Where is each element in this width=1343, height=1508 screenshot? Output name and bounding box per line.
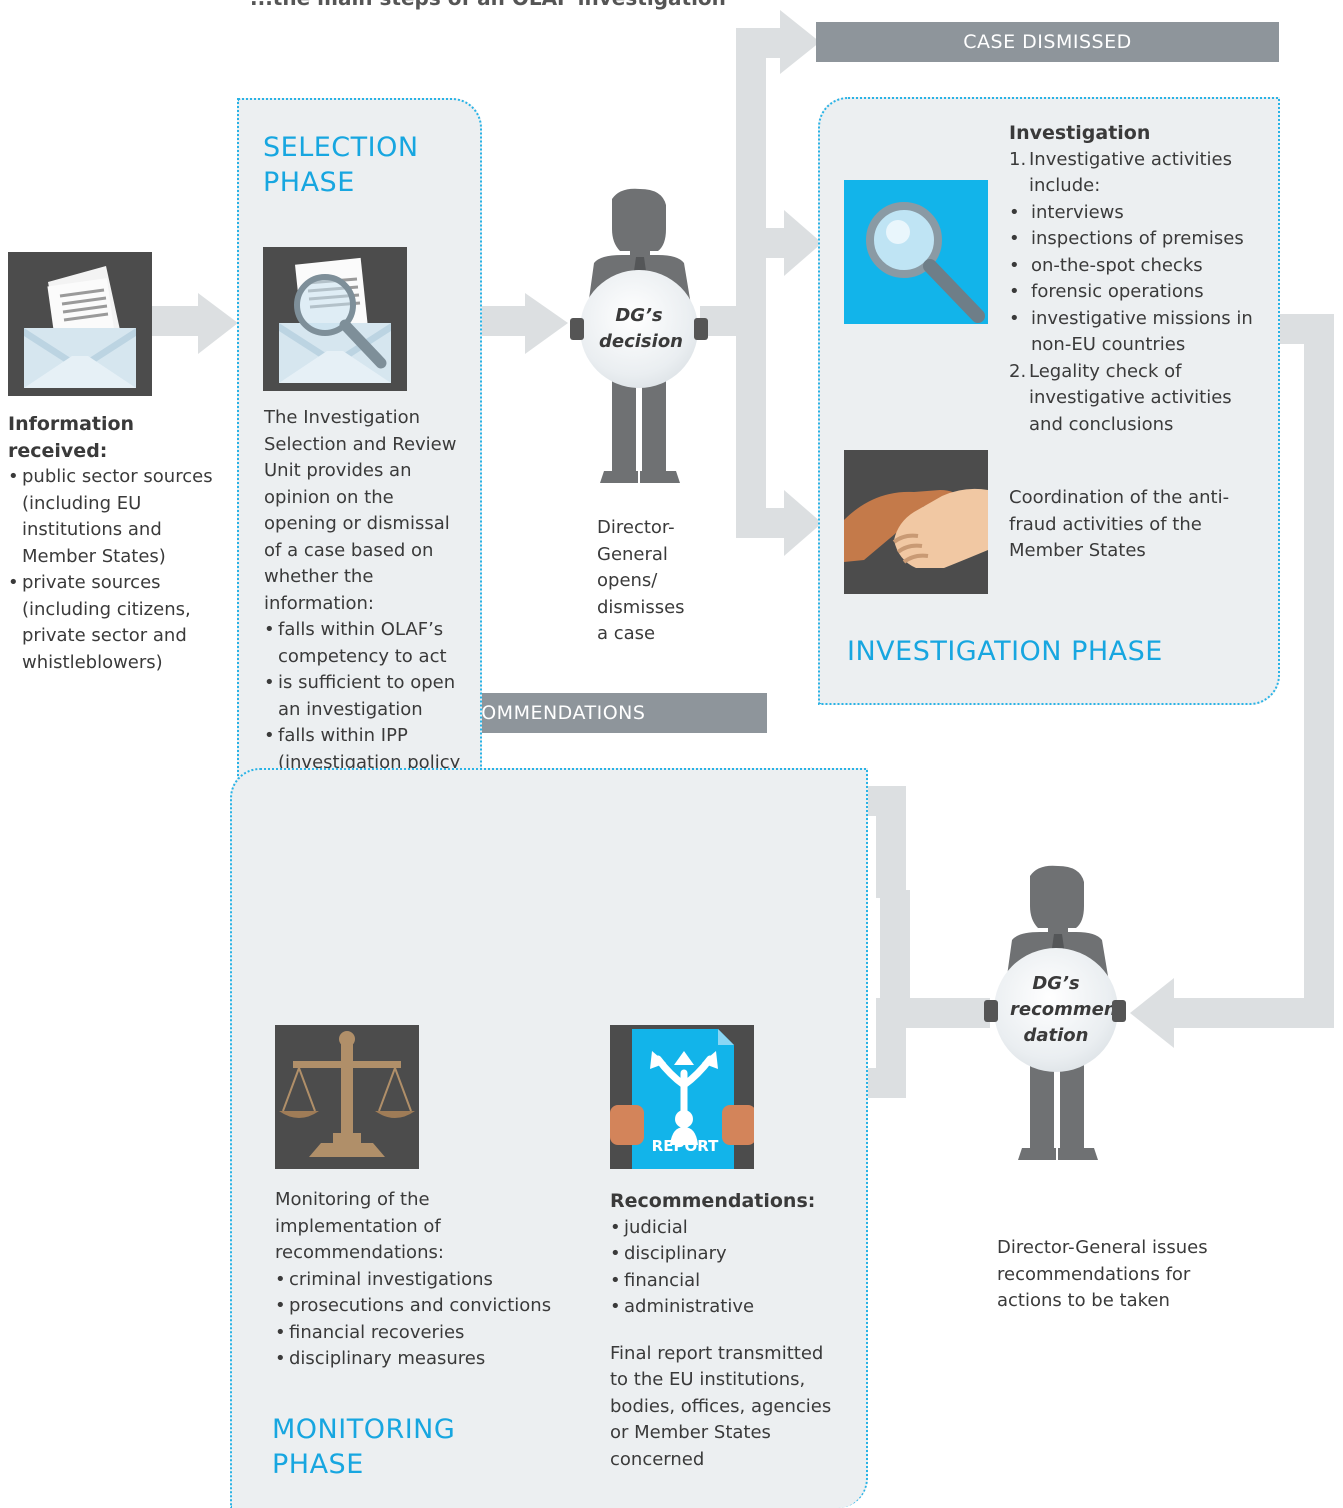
investigation-phase-title: INVESTIGATION PHASE xyxy=(847,636,1163,667)
header-fragment: ...the main steps of an OLAF investigati… xyxy=(250,0,726,10)
monitoring-item: criminal investigations xyxy=(275,1267,575,1294)
recommendations-title: Recommendations: xyxy=(610,1190,816,1212)
dg2-right-hand xyxy=(1112,1000,1126,1022)
monitoring-phase-title: MONITORING PHASE xyxy=(272,1414,456,1480)
coordination-text: Coordination of the anti-fraud activitie… xyxy=(1009,487,1230,561)
selection-criteria-item: falls within OLAF’s competency to act xyxy=(264,617,464,670)
magnifier-icon-tile xyxy=(844,180,988,324)
investigation-heading: Investigation xyxy=(1009,122,1151,144)
dg-recommendation-text: DG’s recommen-dation xyxy=(1010,973,1125,1046)
investigation-point-1: 1. Investigative activities include: int… xyxy=(1009,147,1264,359)
investigative-activity-item: investigative missions in non-EU countri… xyxy=(1009,306,1264,359)
recommendations-block: Recommendations: judicial disciplinary f… xyxy=(610,1188,840,1473)
dg-decision-text: DG’s decision xyxy=(599,305,683,352)
monitoring-item: disciplinary measures xyxy=(275,1346,575,1373)
info-source-item: private sources (including citizens, pri… xyxy=(8,570,218,676)
investigation-point-2-text: Legality check of investigative activiti… xyxy=(1029,360,1232,435)
dg-decision-badge: DG’s decision xyxy=(580,270,698,388)
selection-icon-tile xyxy=(263,247,407,391)
magnifier-icon xyxy=(866,202,985,323)
recommendation-type-item: financial xyxy=(610,1268,840,1295)
scales-icon-tile xyxy=(275,1025,419,1169)
investigation-point-2: 2. Legality check of investigative activ… xyxy=(1009,359,1264,439)
investigative-activity-item: forensic operations xyxy=(1009,279,1264,306)
information-received-text: Information received: public sector sour… xyxy=(8,411,218,676)
handshake-icon-tile xyxy=(844,450,988,594)
monitoring-description-block: Monitoring of the implementation of reco… xyxy=(275,1187,575,1373)
final-report-text: Final report transmitted to the EU insti… xyxy=(610,1342,832,1470)
selection-description-block: The Investigation Selection and Review U… xyxy=(264,405,464,803)
scales-of-justice-icon xyxy=(279,1031,415,1157)
dg-recommendation-caption: Director-General issues recommendations … xyxy=(997,1237,1208,1311)
investigative-activity-item: inspections of premises xyxy=(1009,226,1264,253)
envelope-icon-tile xyxy=(8,252,152,396)
magnifier-envelope-icon xyxy=(279,257,391,383)
info-source-item: public sector sources (including EU inst… xyxy=(8,464,218,570)
dg-decision-caption: Director-General opens/ dismisses a case xyxy=(597,517,685,644)
monitoring-item: prosecutions and convictions xyxy=(275,1293,575,1320)
dg-recommendation-badge: DG’s recommen-dation xyxy=(994,948,1125,1072)
selection-phase-title: SELECTION PHASE xyxy=(263,132,419,198)
report-icon xyxy=(610,1029,756,1169)
recommendation-type-item: disciplinary xyxy=(610,1241,840,1268)
envelope-icon xyxy=(24,266,136,388)
dg-right-hand xyxy=(694,318,708,340)
investigation-point-1-text: Investigative activities include: xyxy=(1029,148,1232,197)
dg-left-hand xyxy=(570,318,584,340)
monitoring-description: Monitoring of the implementation of reco… xyxy=(275,1189,444,1263)
case-dismissed-banner: CASE DISMISSED xyxy=(816,22,1279,62)
report-label: REPORT xyxy=(651,1137,719,1155)
selection-criteria-item: is sufficient to open an investigation xyxy=(264,670,464,723)
investigative-activity-item: interviews xyxy=(1009,200,1264,227)
monitoring-item: financial recoveries xyxy=(275,1320,575,1347)
recommendation-type-item: administrative xyxy=(610,1294,840,1321)
selection-description: The Investigation Selection and Review U… xyxy=(264,407,457,614)
information-received-title: Information received: xyxy=(8,413,135,462)
dg2-left-hand xyxy=(984,1000,998,1022)
investigation-details: Investigation 1. Investigative activitie… xyxy=(1009,120,1264,438)
investigative-activity-item: on-the-spot checks xyxy=(1009,253,1264,280)
report-icon-tile xyxy=(610,1025,756,1169)
recommendation-type-item: judicial xyxy=(610,1215,840,1242)
handshake-icon xyxy=(844,488,988,568)
